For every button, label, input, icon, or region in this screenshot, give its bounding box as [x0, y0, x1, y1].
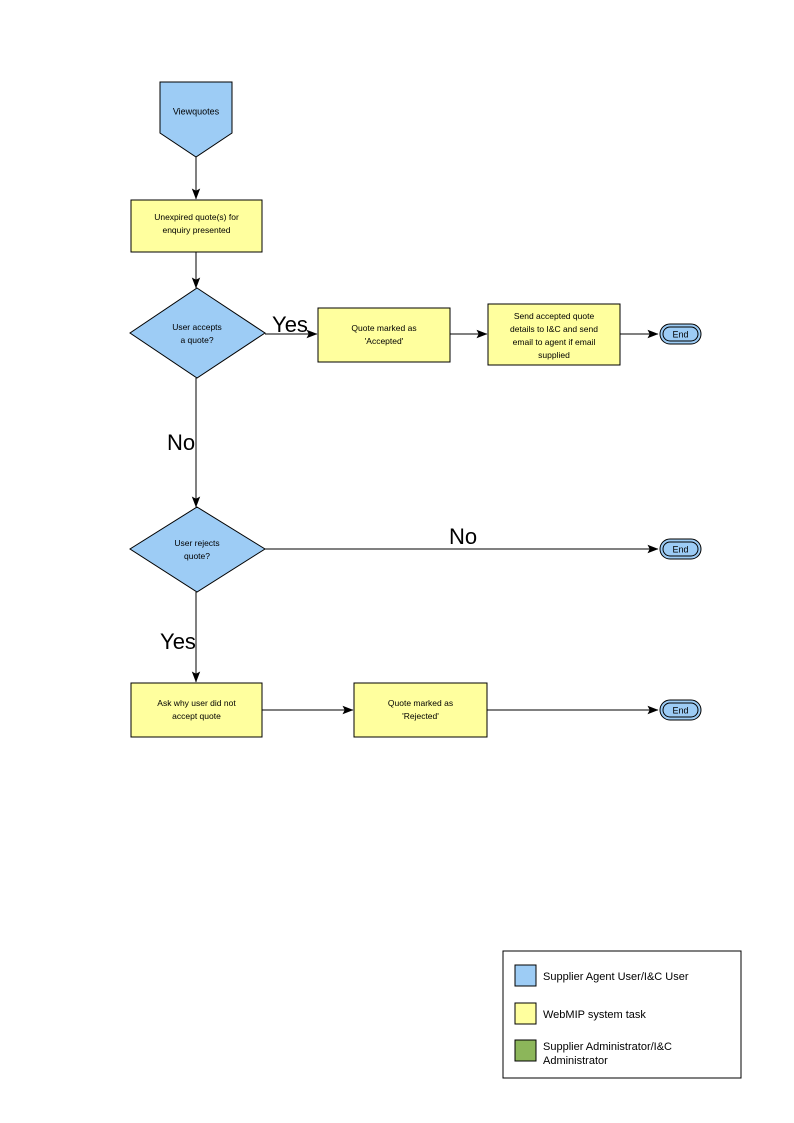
legend: Supplier Agent User/I&C User WebMIP syst… — [502, 950, 742, 1079]
terminator-outer-shape — [659, 538, 702, 560]
edge-label-rejects-yes: Yes — [160, 629, 196, 654]
legend-item-supplier-administrator: Supplier Administrator/I&C Administrator — [514, 1039, 672, 1067]
node-quote-marked-accepted[interactable]: Quote marked as 'Accepted' — [317, 307, 451, 363]
terminator-outer-shape — [659, 699, 702, 721]
edge-label-rejects-no: No — [449, 524, 477, 549]
legend-swatch-yellow — [514, 1002, 537, 1025]
node-quote-marked-rejected[interactable]: Quote marked as 'Rejected' — [353, 682, 488, 738]
legend-label-0: Supplier Agent User/I&C User — [543, 971, 689, 983]
legend-swatch-green — [514, 1039, 537, 1062]
terminator-inner-outline — [662, 541, 699, 557]
node-end1-label: End — [672, 330, 688, 340]
legend-border — [502, 950, 742, 1079]
legend-label-2-line2: Administrator — [543, 1055, 608, 1067]
node-sendic-line1: Send accepted quote — [514, 311, 595, 321]
node-end3-label: End — [672, 706, 688, 716]
node-end-terminator-1[interactable]: End — [659, 323, 702, 345]
node-rejected-line2: 'Rejected' — [402, 711, 439, 721]
node-ask-why-user-did-not-accept[interactable]: Ask why user did not accept quote — [130, 682, 263, 738]
legend-item-webmip-system-task: WebMIP system task — [514, 1002, 646, 1025]
node-accepts-line2: a quote? — [180, 335, 213, 345]
node-accepts-line1: User accepts — [172, 322, 222, 332]
edge-label-accepts-yes: Yes — [272, 312, 308, 337]
node-unexpired-line2: enquiry presented — [162, 225, 230, 235]
legend-item-supplier-agent-user: Supplier Agent User/I&C User — [514, 964, 689, 987]
node-unexpired-line1: Unexpired quote(s) for — [154, 212, 239, 222]
node-sendic-line4: supplied — [538, 350, 570, 360]
process-box-shape — [130, 199, 263, 253]
edge-label-accepts-no: No — [167, 430, 195, 455]
node-end-terminator-3[interactable]: End — [659, 699, 702, 721]
decision-diamond-shape — [129, 287, 266, 379]
node-end2-label: End — [672, 545, 688, 555]
node-accepted-line1: Quote marked as — [351, 323, 416, 333]
node-rejected-line1: Quote marked as — [388, 698, 453, 708]
node-accepted-line2: 'Accepted' — [365, 336, 404, 346]
process-box-shape — [487, 303, 621, 366]
node-rejects-line1: User rejects — [174, 538, 219, 548]
process-box-shape — [130, 682, 263, 738]
process-box-shape — [317, 307, 451, 363]
terminator-inner-outline — [662, 702, 699, 718]
node-start-label: Viewquotes — [173, 106, 220, 116]
terminator-outer-shape — [659, 323, 702, 345]
node-decision-user-rejects[interactable]: User rejects quote? — [129, 506, 266, 593]
node-rejects-line2: quote? — [184, 551, 210, 561]
node-askwhy-line1: Ask why user did not — [157, 698, 236, 708]
process-box-shape — [353, 682, 488, 738]
start-pentagon-shape — [159, 81, 233, 158]
node-unexpired-quotes[interactable]: Unexpired quote(s) for enquiry presented — [130, 199, 263, 253]
node-sendic-line3: email to agent if email — [513, 337, 596, 347]
decision-diamond-shape — [129, 506, 266, 593]
node-decision-user-accepts[interactable]: User accepts a quote? — [129, 287, 266, 379]
terminator-inner-outline — [662, 326, 699, 342]
node-sendic-line2: details to I&C and send — [510, 324, 598, 334]
node-start-viewquotes[interactable]: Viewquotes — [159, 81, 233, 158]
legend-label-1: WebMIP system task — [543, 1009, 646, 1021]
legend-label-2-line1: Supplier Administrator/I&C — [543, 1041, 672, 1053]
legend-swatch-blue — [514, 964, 537, 987]
node-askwhy-line2: accept quote — [172, 711, 221, 721]
node-send-accepted-quote-details[interactable]: Send accepted quote details to I&C and s… — [487, 303, 621, 366]
node-end-terminator-2[interactable]: End — [659, 538, 702, 560]
